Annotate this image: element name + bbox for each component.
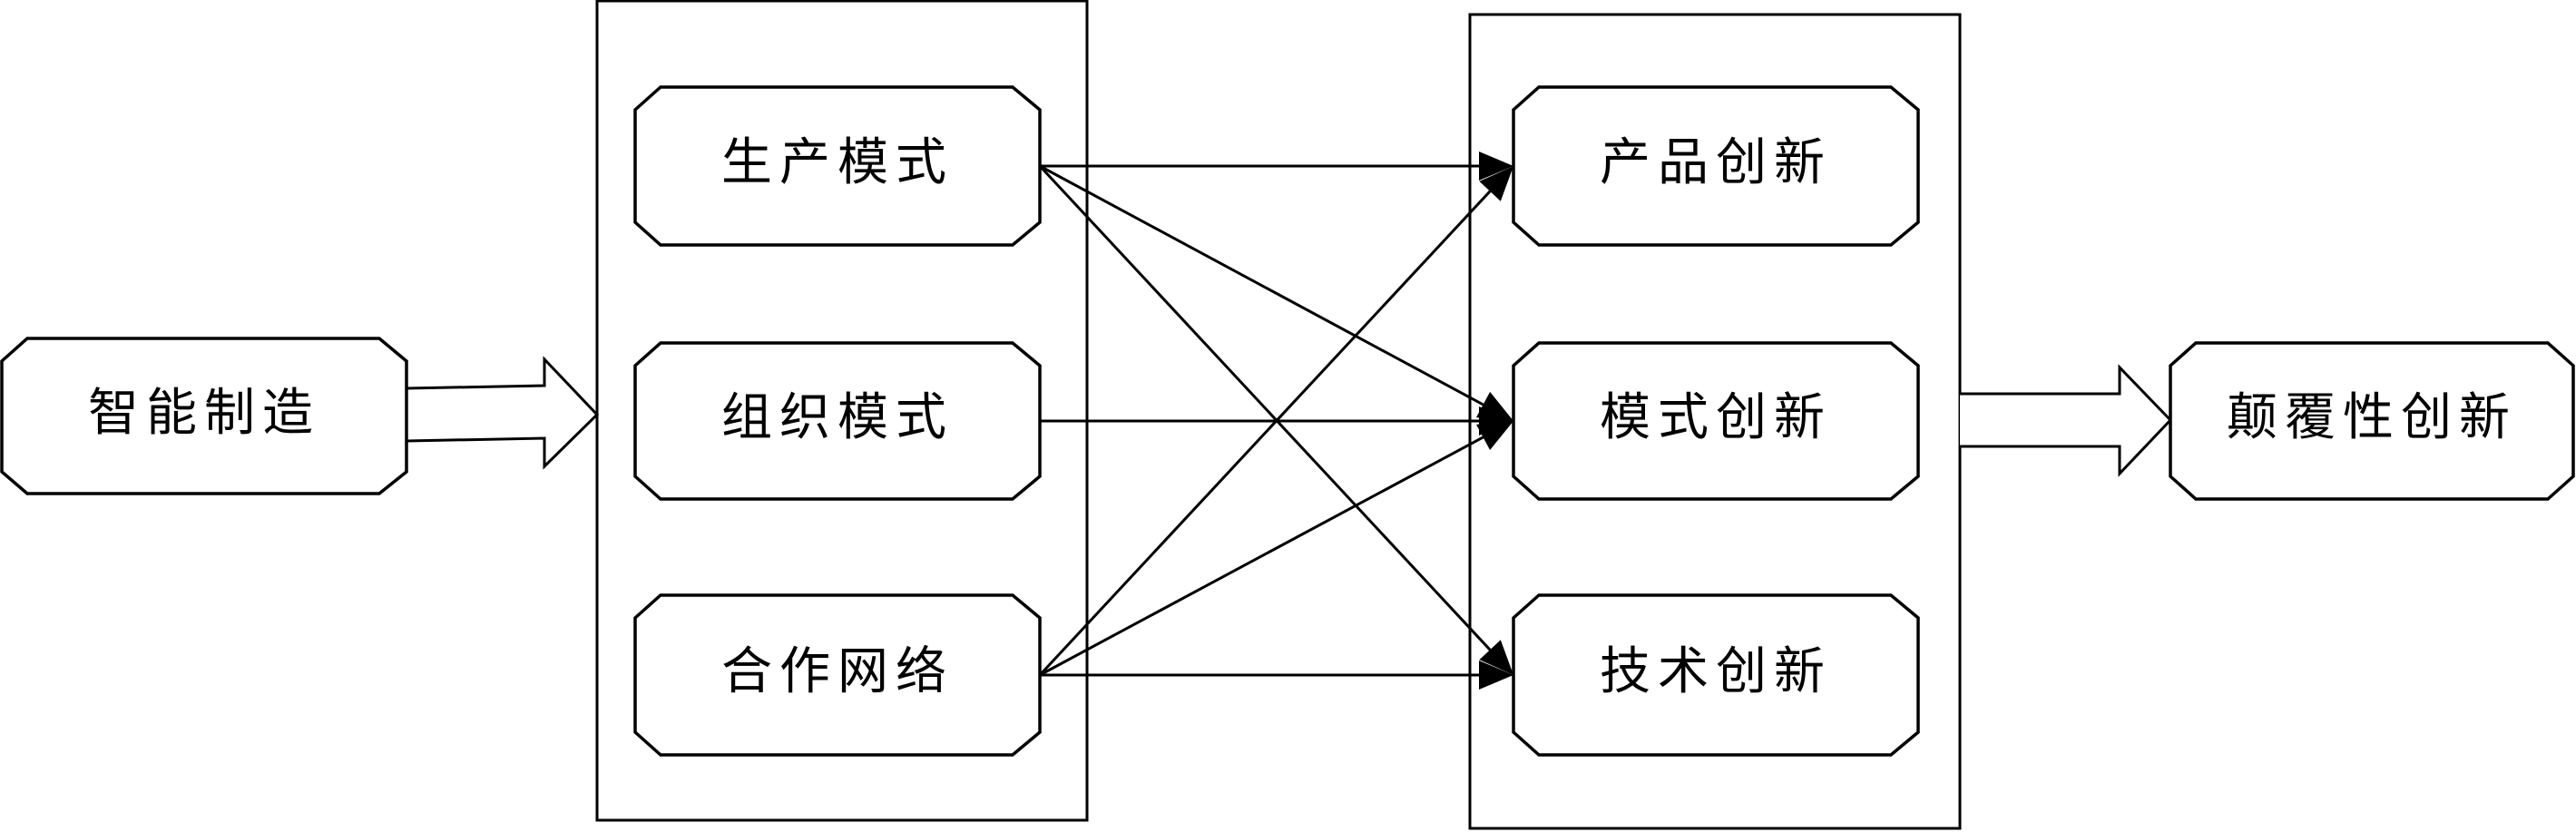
connector-m1-i2 bbox=[1039, 164, 1484, 406]
arrowhead-m3-i3 bbox=[1479, 661, 1513, 690]
mechanism-node-m3: 合作网络 bbox=[633, 593, 1042, 757]
mechanism-node-box bbox=[633, 593, 1042, 757]
arrowhead-m1-i3 bbox=[1479, 640, 1513, 675]
innovation-node-i1: 产品创新 bbox=[1512, 85, 1920, 247]
input-block-arrow bbox=[406, 356, 600, 470]
connector-m3-i2 bbox=[1039, 436, 1484, 677]
arrowhead-m3-i2 bbox=[1475, 421, 1513, 451]
source-node: 智能制造 bbox=[0, 337, 408, 495]
innovation-node-i2: 模式创新 bbox=[1512, 341, 1920, 501]
innovation-node-box bbox=[1512, 593, 1920, 757]
innovation-node-label: 模式创新 bbox=[1600, 388, 1832, 447]
innovation-node-i3: 技术创新 bbox=[1512, 593, 1920, 757]
output-block-arrow bbox=[1960, 364, 2173, 477]
innovation-node-box bbox=[1512, 341, 1920, 501]
connector-m3-i1 bbox=[1038, 190, 1492, 677]
mechanism-node-label: 组织模式 bbox=[721, 388, 954, 447]
connector-m1-i3 bbox=[1038, 164, 1492, 651]
mechanism-node-m1: 生产模式 bbox=[633, 85, 1042, 247]
innovation-node-label: 产品创新 bbox=[1600, 133, 1832, 192]
mechanism-node-box bbox=[633, 85, 1042, 247]
mechanism-node-box bbox=[633, 341, 1042, 501]
mechanism-group-box bbox=[595, 0, 1089, 822]
connector-group bbox=[1038, 152, 1513, 690]
mechanism-node-m2: 组织模式 bbox=[633, 341, 1042, 501]
innovation-node-label: 技术创新 bbox=[1600, 642, 1832, 701]
outcome-node-label: 颠覆性创新 bbox=[2227, 388, 2517, 447]
outcome-node: 颠覆性创新 bbox=[2169, 341, 2575, 501]
source-node-label: 智能制造 bbox=[88, 384, 320, 443]
mechanism-node-label: 生产模式 bbox=[721, 133, 954, 192]
innovation-node-box bbox=[1512, 85, 1920, 247]
arrowhead-m1-i1 bbox=[1479, 152, 1513, 181]
arrowhead-m3-i1 bbox=[1479, 166, 1513, 201]
source-node-box bbox=[0, 337, 408, 495]
outcome-node-box bbox=[2169, 341, 2575, 501]
mechanism-node-label: 合作网络 bbox=[721, 642, 954, 701]
